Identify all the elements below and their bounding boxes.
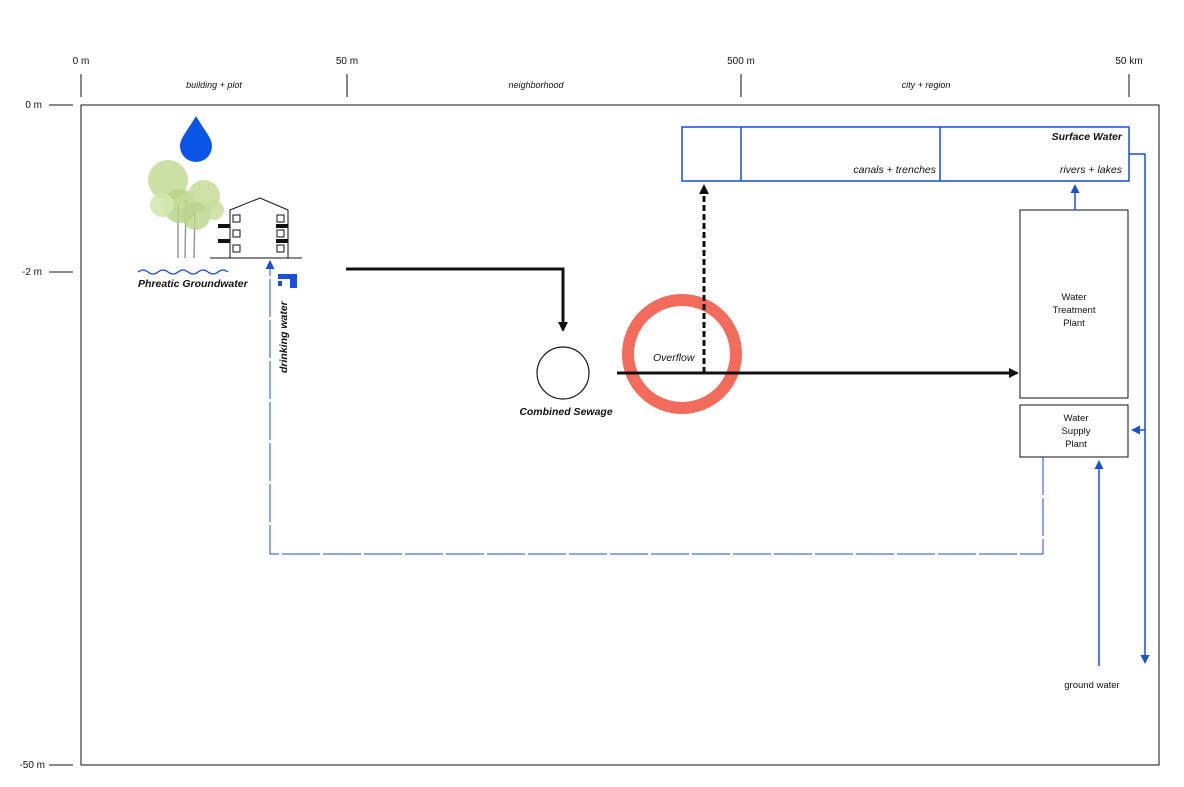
supply-line-1: Water (1064, 413, 1089, 424)
tap-icon (278, 274, 297, 288)
water-drop-icon (180, 116, 212, 162)
supply-line-3: Plant (1065, 439, 1087, 450)
treatment-line-3: Plant (1063, 318, 1085, 329)
diagram-frame (80, 104, 1160, 766)
top-tick-2: 500 m (727, 56, 755, 67)
top-tick-0: 0 m (73, 56, 90, 67)
zone-neighborhood: neighborhood (508, 80, 564, 90)
overflow-ring (622, 294, 742, 414)
treatment-line-2: Treatment (1053, 305, 1096, 316)
building-icon (210, 197, 302, 259)
drinking-water-line (265, 260, 1044, 555)
drinking-water-label: drinking water (278, 300, 290, 373)
left-tick-2: -50 m (19, 760, 45, 771)
combined-sewage-label: Combined Sewage (519, 406, 613, 418)
left-scale (49, 104, 73, 766)
canals-label: canals + trenches (853, 164, 936, 176)
zone-building: building + plot (186, 80, 242, 90)
surface-water-label: Surface Water (1052, 131, 1123, 143)
combined-sewage-node (536, 346, 590, 400)
left-tick-1: -2 m (22, 267, 42, 278)
groundwater-wave (137, 269, 229, 275)
ground-water-label: ground water (1064, 680, 1119, 691)
phreatic-groundwater-label: Phreatic Groundwater (138, 278, 249, 290)
left-tick-0: 0 m (25, 100, 42, 111)
trees-icon (148, 160, 224, 259)
water-treatment-plant (1019, 209, 1129, 399)
sewage-pipe (346, 267, 568, 332)
water-supply-plant (1019, 404, 1129, 458)
surface-water-downflow (1129, 153, 1150, 664)
supply-line-2: Supply (1061, 426, 1090, 437)
rivers-label: rivers + lakes (1060, 164, 1123, 176)
zone-city: city + region (902, 80, 951, 90)
overflow-label: Overflow (653, 352, 696, 364)
top-scale (80, 74, 1130, 97)
top-tick-3: 50 km (1115, 56, 1142, 67)
treatment-line-1: Water (1062, 292, 1087, 303)
top-tick-1: 50 m (336, 56, 358, 67)
